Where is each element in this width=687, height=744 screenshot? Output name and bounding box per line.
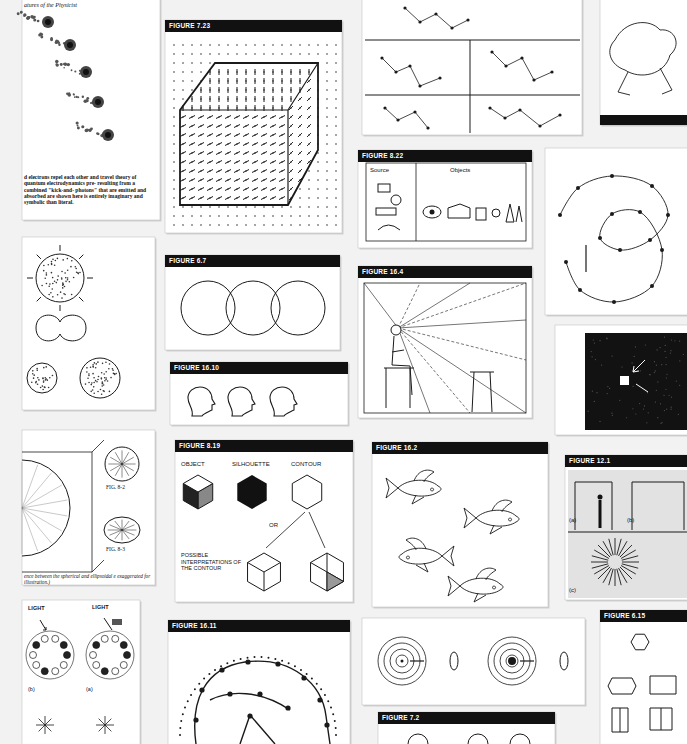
figure-label: CONTOUR bbox=[291, 461, 321, 468]
figure-label: (c) bbox=[569, 587, 576, 594]
figure-card: FIGURE 16.4 bbox=[358, 266, 532, 418]
circle-tops bbox=[408, 734, 530, 744]
prism-icons bbox=[608, 634, 676, 732]
figure-heading: FIGURE 6.15 bbox=[600, 610, 687, 622]
figure-label: OBJECT bbox=[181, 461, 205, 468]
figure-card: FIGURE 16.2 bbox=[372, 442, 548, 607]
electron-streaks bbox=[17, 11, 114, 141]
overlapping-circles bbox=[181, 281, 325, 335]
figure-heading: FIGURE 16.11 bbox=[168, 620, 350, 632]
figure-label: SILHOUETTE bbox=[232, 461, 270, 468]
figure-label: POSSIBLE INTERPRETATIONS OF THE CONTOUR bbox=[181, 552, 243, 572]
doorway-starburst bbox=[568, 470, 687, 598]
figure-label: (b) bbox=[627, 517, 634, 524]
figure-number: FIG. 8-2 bbox=[106, 484, 125, 490]
figure-heading: FIGURE 12.1 bbox=[565, 455, 687, 467]
figure-heading: FIGURE 16.10 bbox=[170, 362, 348, 374]
paper-cards bbox=[22, 0, 687, 744]
panel-letter: (b) bbox=[28, 686, 35, 692]
frog-outline bbox=[600, 23, 687, 125]
dividing-cell bbox=[27, 245, 120, 398]
figure-number: FIG. 8-3 bbox=[106, 546, 125, 552]
page-header: atures of the Physicist bbox=[24, 2, 77, 8]
light-label: LIGHT bbox=[28, 605, 45, 611]
figure-card: FIGURE 16.10 bbox=[170, 362, 348, 425]
dot-grid-box bbox=[173, 44, 337, 226]
figure-card: FIGURE 16.11 bbox=[168, 620, 350, 744]
dark-photo bbox=[585, 333, 687, 430]
light-label: LIGHT bbox=[92, 604, 109, 610]
page-text: d electrons repel each other and travel … bbox=[24, 174, 156, 205]
figure-heading: FIGURE 8.19 bbox=[175, 440, 353, 452]
figure-heading: FIGURE 7.2 bbox=[378, 712, 555, 724]
figure-card: FIGURE 6.7 bbox=[165, 255, 340, 350]
figure-heading: FIGURE 6.7 bbox=[165, 255, 340, 267]
looping-track bbox=[558, 174, 670, 304]
source-object-panel bbox=[366, 163, 526, 241]
figure-card: FIGURE 7.2 bbox=[378, 712, 555, 744]
figure-card: FIGURE 8.19OBJECT SILHOUETTE CONTOUR OR POSS… bbox=[175, 440, 353, 602]
panel-letter: (a) bbox=[86, 686, 93, 692]
figure-label: OR bbox=[269, 522, 278, 529]
concentric-targets bbox=[378, 637, 568, 685]
fish-drawings bbox=[386, 470, 519, 602]
head-silhouettes bbox=[188, 387, 297, 416]
perspective-scene bbox=[364, 283, 526, 413]
figure-label: (a) bbox=[569, 517, 576, 524]
skull-diagram bbox=[179, 656, 337, 744]
figure-heading: FIGURE 16.2 bbox=[372, 442, 548, 454]
figure-caption: ence between the spherical and ellipsoid… bbox=[24, 573, 152, 586]
figure-card: FIGURE 8.22Source Objects bbox=[358, 150, 532, 248]
figure-card: FIGURE 6.15 bbox=[600, 610, 687, 744]
figure-label: Objects bbox=[450, 167, 470, 174]
light-rings bbox=[26, 618, 134, 734]
figure-heading: FIGURE 7.23 bbox=[165, 20, 342, 32]
figure-heading: FIGURE 16.4 bbox=[358, 266, 532, 278]
figure-heading: FIGURE 8.22 bbox=[358, 150, 532, 162]
figure-card: FIGURE 12.1 (a) (b) (c) bbox=[565, 455, 687, 600]
figure-label: Source bbox=[370, 167, 389, 174]
sphere-ellipsoid bbox=[22, 440, 140, 572]
figure-card: FIGURE 7.23 bbox=[165, 20, 342, 233]
point-figures bbox=[365, 6, 580, 133]
hexagon-contours bbox=[183, 475, 343, 591]
